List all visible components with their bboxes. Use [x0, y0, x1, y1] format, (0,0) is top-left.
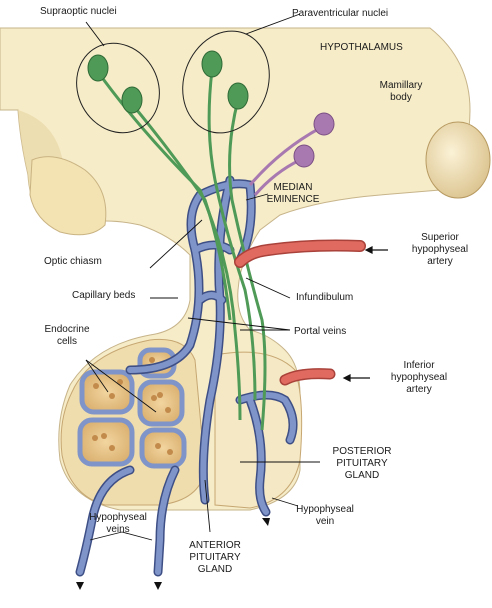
label-optic-chiasm: Optic chiasm [44, 256, 102, 268]
label-anterior-pituitary-gland: ANTERIOR PITUITARY GLAND [180, 540, 250, 576]
label-infundibulum: Infundibulum [296, 292, 353, 304]
mamillary-body-shape [426, 122, 490, 198]
label-mamillary-body: Mamillary body [376, 80, 426, 104]
label-capillary-beds: Capillary beds [72, 290, 135, 302]
label-hypophyseal-veins: Hypophyseal veins [82, 512, 154, 536]
label-endocrine-cells: Endocrine cells [38, 324, 96, 348]
label-median-eminence: MEDIAN EMINENCE [258, 182, 328, 206]
label-inferior-hypophyseal-artery: Inferior hypophyseal artery [376, 360, 462, 396]
label-hypothalamus: HYPOTHALAMUS [320, 42, 403, 54]
label-superior-hypophyseal-artery: Superior hypophyseal artery [396, 232, 484, 268]
label-posterior-pituitary-gland: POSTERIOR PITUITARY GLAND [326, 446, 398, 482]
label-hypophyseal-vein: Hypophyseal vein [290, 504, 360, 528]
label-portal-veins: Portal veins [294, 326, 346, 338]
label-paraventricular-nuclei: Paraventricular nuclei [292, 8, 388, 20]
label-supraoptic-nuclei: Supraoptic nuclei [40, 6, 117, 18]
